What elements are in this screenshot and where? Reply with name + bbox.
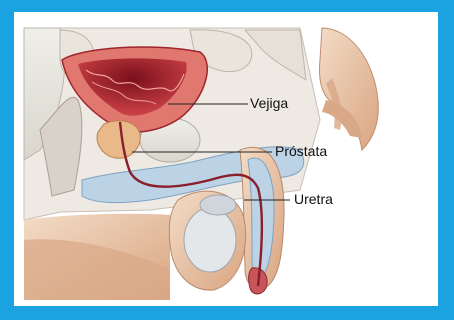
epididymis xyxy=(200,195,236,215)
label-prostata: Próstata xyxy=(275,143,327,159)
testicle xyxy=(184,208,236,272)
label-vejiga: Vejiga xyxy=(250,95,288,111)
prostate xyxy=(97,121,140,158)
label-uretra: Uretra xyxy=(294,191,333,207)
